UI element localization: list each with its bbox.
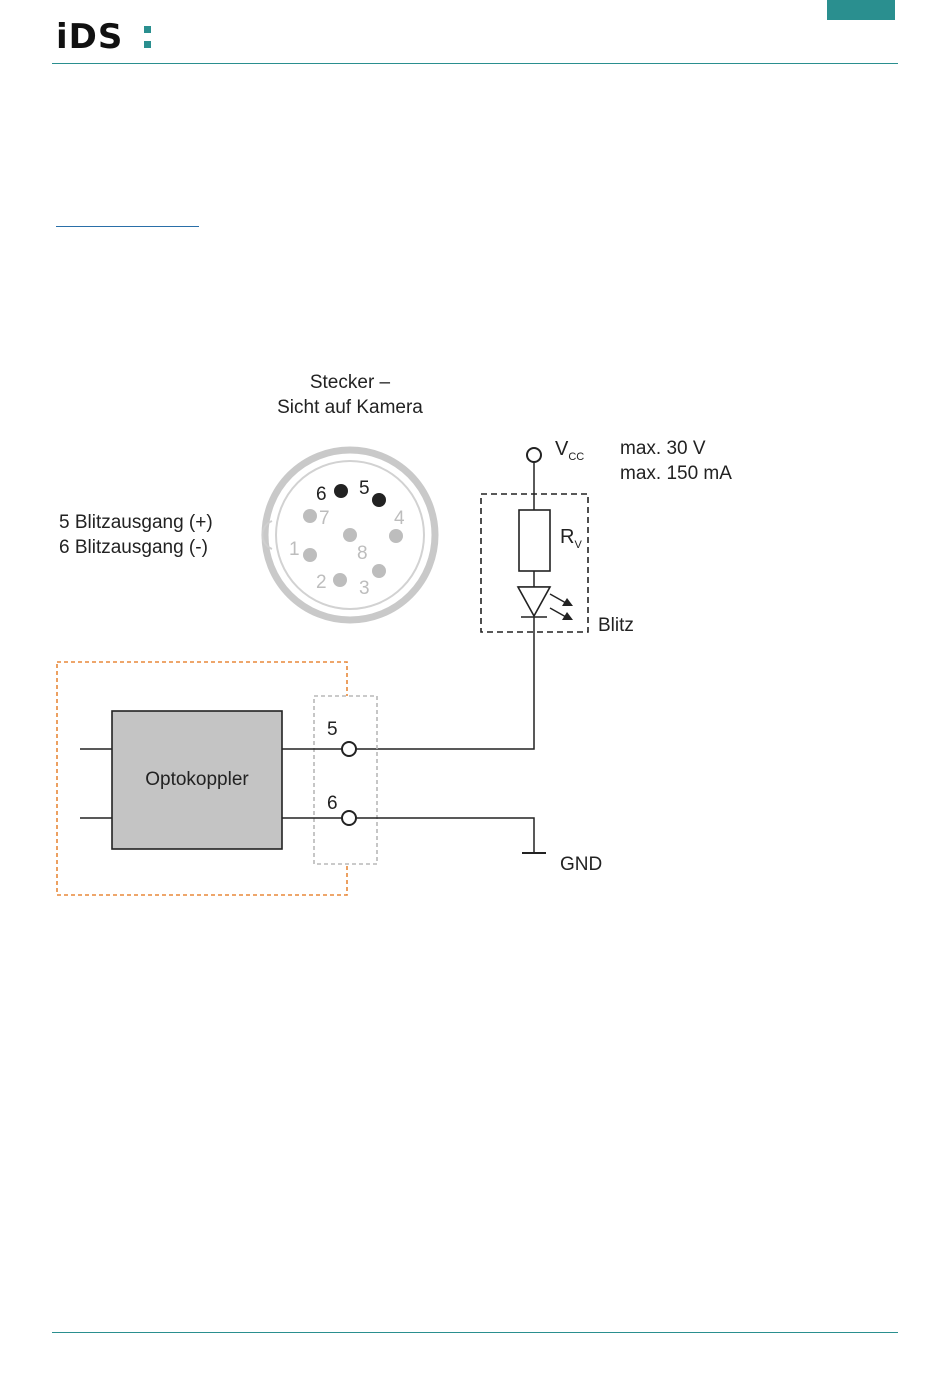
pin-7-label: 7: [319, 508, 330, 529]
optocoupler-label: Optokoppler: [145, 769, 249, 790]
pin-7-dot: [303, 509, 317, 523]
vcc-spec-line1: max. 30 V: [620, 438, 706, 459]
vcc-subscript: CC: [568, 451, 584, 463]
ground-wire: [356, 818, 534, 852]
pin-8-label: 8: [357, 543, 368, 564]
footer-divider: [52, 1332, 898, 1333]
resistor-label-group: RV: [560, 526, 582, 551]
pin-6-dot: [334, 484, 348, 498]
pin-1-dot: [303, 548, 317, 562]
pin-6-label: 6: [316, 484, 327, 505]
flash-return-wire: [356, 617, 534, 749]
resistor-rv: [519, 510, 550, 571]
led-symbol: [518, 587, 573, 620]
pin-3-dot: [372, 564, 386, 578]
pin-legend-line2: 6 Blitzausgang (-): [59, 537, 208, 558]
flash-label: Blitz: [598, 615, 634, 636]
pin-2-dot: [333, 573, 347, 587]
terminal-block-boundary: [314, 696, 377, 864]
vcc-spec-line2: max. 150 mA: [620, 463, 732, 484]
vcc-terminal: [527, 448, 541, 462]
pin-3-label: 3: [359, 578, 370, 599]
ground-label: GND: [560, 854, 602, 875]
pin-2-label: 2: [316, 572, 327, 593]
terminal-6-label: 6: [327, 793, 338, 814]
terminal-5-label: 5: [327, 719, 338, 740]
terminal-5: [342, 742, 356, 756]
pin-1-label: 1: [289, 539, 300, 560]
vcc-label: V: [555, 438, 569, 460]
connector-face: 6 5 7 4 1 8 2 3: [262, 450, 435, 620]
pin-5-label: 5: [359, 478, 370, 499]
pin-5-dot: [372, 493, 386, 507]
connector-title-line2: Sicht auf Kamera: [277, 397, 423, 418]
terminal-6: [342, 811, 356, 825]
resistor-label: R: [560, 526, 574, 548]
pin-legend-line1: 5 Blitzausgang (+): [59, 512, 213, 533]
resistor-subscript: V: [574, 539, 582, 551]
vcc-label-group: VCC: [555, 438, 584, 463]
pin-8-dot: [343, 528, 357, 542]
pin-4-dot: [389, 529, 403, 543]
connector-title-line1: Stecker –: [310, 372, 391, 393]
pin-4-label: 4: [394, 508, 405, 529]
